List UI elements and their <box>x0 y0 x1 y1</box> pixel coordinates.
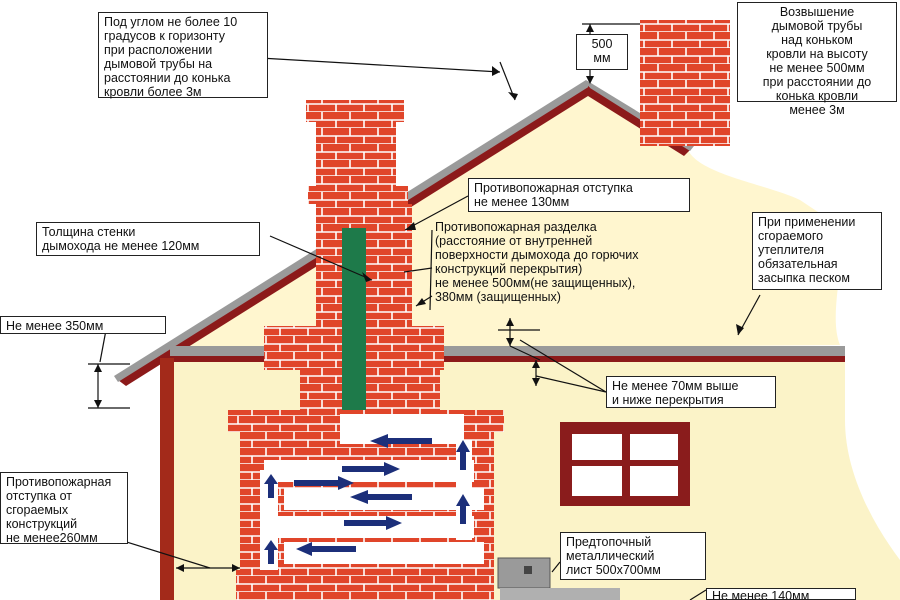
fire-cut-note: Противопожарная разделка (расстояние от … <box>435 220 639 304</box>
insulation-note: При применении сгораемого утеплителя обя… <box>752 212 882 290</box>
ceiling-beam <box>170 356 845 362</box>
wall-thickness-note: Толщина стенки дымохода не менее 120мм <box>36 222 260 256</box>
arrow-left-1 <box>370 434 432 448</box>
min-140-note: Не менее 140мм <box>706 588 856 600</box>
arrow-up-3 <box>264 474 278 498</box>
fire-gap-260-note: Противопожарная отступка от сгораемых ко… <box>0 472 128 545</box>
stove-base-step <box>236 570 292 600</box>
arrow-right-1 <box>342 462 400 476</box>
smoke-channel-4 <box>264 516 474 538</box>
firebox-handle <box>524 566 532 574</box>
smoke-channel-5 <box>284 542 484 564</box>
window <box>560 422 690 506</box>
arrow-up-4 <box>264 540 278 564</box>
chimney-cap <box>306 100 404 122</box>
arrow-right-2 <box>294 476 354 490</box>
pre-furnace-note: Предтопочный металлический лист 500х700м… <box>560 532 706 580</box>
dimension-arrows <box>94 24 744 572</box>
min-70-note: Не менее 70мм выше и ниже перекрытия <box>606 376 776 408</box>
ridge-dimension: 500 мм <box>576 34 628 70</box>
pre-furnace-sheet <box>500 588 620 600</box>
min-350-note: Не менее 350мм <box>0 316 166 334</box>
chimney-stack <box>316 122 396 190</box>
chimney-below-slab <box>300 370 440 410</box>
angle-note: Под углом не более 10 градусов к горизон… <box>98 12 268 99</box>
arrow-up-2 <box>456 494 470 524</box>
arrow-up-1 <box>456 440 470 470</box>
log-wall <box>160 358 174 600</box>
attic-fill <box>120 88 845 378</box>
chimney-mid <box>308 186 408 204</box>
flue-channel <box>342 228 366 414</box>
arrow-right-3 <box>344 516 402 530</box>
arrow-left-2 <box>350 490 412 504</box>
arrow-left-3 <box>296 542 356 556</box>
ridge-height-note: Возвышение дымовой трубы над коньком кро… <box>737 2 897 117</box>
ridge-chimney <box>640 20 730 146</box>
fire-gap-130: Противопожарная отступка не менее 130мм <box>468 178 690 212</box>
flow-arrows <box>264 434 470 564</box>
